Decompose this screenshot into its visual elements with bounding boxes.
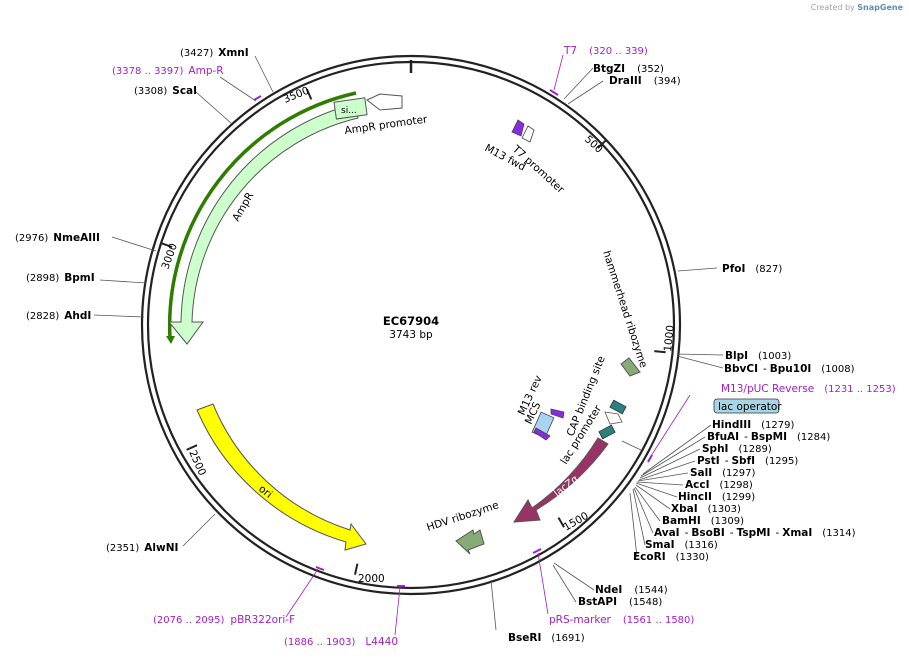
site-nmeaiii[interactable]: (2976)NmeAIII bbox=[15, 232, 100, 244]
lacz-label: lacZα bbox=[552, 473, 581, 499]
tick-3500 bbox=[305, 88, 313, 100]
tick-1500 bbox=[557, 517, 565, 528]
tick-label-1000: 1000 bbox=[662, 324, 677, 352]
hdv-label: HDV ribozyme bbox=[425, 499, 500, 534]
site-bbvci[interactable]: BbvCI-Bpu10I(1008) bbox=[724, 363, 855, 375]
site-smai[interactable]: SmaI(1316) bbox=[645, 539, 718, 551]
site-bamhi[interactable]: BamHI(1309) bbox=[662, 515, 744, 527]
primer-marks bbox=[253, 89, 653, 587]
tick-2000 bbox=[354, 563, 359, 575]
site-blpi[interactable]: BlpI(1003) bbox=[725, 350, 791, 362]
site-bpmi[interactable]: (2898)BpmI bbox=[26, 272, 95, 284]
site-btgzi[interactable]: BtgZI(352) bbox=[593, 63, 664, 75]
primer-leaders bbox=[285, 54, 691, 636]
credit-prefix: Created by bbox=[810, 3, 855, 12]
cap-binding-feature[interactable]: CAP binding site bbox=[565, 354, 627, 438]
hammerhead-label: hammerhead ribozyme bbox=[600, 249, 649, 369]
site-ahdi[interactable]: (2828)AhdI bbox=[26, 310, 91, 322]
tick-label-2500: 2500 bbox=[186, 448, 208, 477]
tick-label-500: 500 bbox=[582, 133, 605, 155]
primer-prs-marker[interactable]: pRS-marker(1561 .. 1580) bbox=[549, 614, 694, 626]
tick-3000 bbox=[160, 242, 173, 249]
ampr-feature[interactable]: AmpR bbox=[166, 91, 359, 345]
site-avai[interactable]: AvaI-BsoBI-TspMI-XmaI(1314) bbox=[654, 527, 856, 539]
position-ticks bbox=[160, 88, 666, 575]
site-bfuai[interactable]: BfuAI-BspMI(1284) bbox=[707, 431, 830, 443]
site-ecori[interactable]: EcoRI(1330) bbox=[633, 551, 709, 563]
site-xmni[interactable]: (3427)XmnI bbox=[180, 47, 249, 59]
site-ndei[interactable]: NdeI(1544) bbox=[595, 584, 668, 596]
site-alwni[interactable]: (2351)AlwNI bbox=[106, 542, 178, 554]
primer-pbr322ori-f[interactable]: (2076 .. 2095)pBR322ori-F bbox=[153, 614, 295, 626]
site-pfoi[interactable]: PfoI(827) bbox=[722, 263, 782, 275]
site-hincii[interactable]: HincII(1299) bbox=[678, 491, 755, 503]
ampr-promoter-feature[interactable]: si... AmpR promoter bbox=[333, 93, 429, 137]
plasmid-name: EC67904 bbox=[383, 314, 439, 328]
plasmid-length: 3743 bp bbox=[389, 329, 433, 341]
primer-l4440[interactable]: (1886 .. 1903)L4440 bbox=[284, 636, 398, 648]
m13-fwd-feature[interactable]: M13 fwd T7 promoter bbox=[483, 119, 567, 196]
primer-amp-r[interactable]: (3378 .. 3397)Amp-R bbox=[112, 65, 224, 77]
hammerhead-ribozyme-feature[interactable]: hammerhead ribozyme bbox=[600, 249, 649, 377]
primer-t7[interactable]: T7(320 .. 339) bbox=[563, 45, 648, 57]
tick-2500 bbox=[186, 444, 198, 451]
snapgene-credit: Created by SnapGene bbox=[811, 3, 903, 12]
site-xbai[interactable]: XbaI(1303) bbox=[671, 503, 741, 515]
lacz-feature[interactable]: lacZα bbox=[513, 437, 609, 523]
snapgene-logo: SnapGene bbox=[857, 3, 903, 12]
tick-1000 bbox=[654, 350, 666, 354]
leader-lines bbox=[93, 55, 724, 631]
ori-feature[interactable]: ori bbox=[196, 403, 367, 551]
site-bstapi[interactable]: BstAPI(1548) bbox=[578, 596, 662, 608]
plasmid-backbone bbox=[140, 54, 682, 596]
site-sphi[interactable]: SphI(1289) bbox=[702, 443, 772, 455]
lac-operator-label: lac operator bbox=[718, 401, 782, 413]
site-scai[interactable]: (3308)ScaI bbox=[134, 85, 197, 97]
site-draiii[interactable]: DraIII(394) bbox=[609, 75, 681, 87]
site-hindiii[interactable]: HindIII(1279) bbox=[712, 419, 794, 431]
site-sali[interactable]: SalI(1297) bbox=[690, 467, 756, 479]
site-bseri[interactable]: BseRI(1691) bbox=[508, 632, 585, 644]
lac-operator-box bbox=[713, 398, 780, 414]
primer-m13-puc-reverse[interactable]: M13/pUC Reverse(1231 .. 1253) bbox=[721, 383, 896, 395]
tick-500 bbox=[597, 138, 608, 149]
hdv-ribozyme-feature[interactable]: HDV ribozyme bbox=[425, 499, 500, 555]
tick-label-2000: 2000 bbox=[358, 573, 385, 585]
ampr-promoter-box-label: si... bbox=[341, 106, 357, 116]
site-psti[interactable]: PstI-SbfI(1295) bbox=[697, 455, 798, 467]
site-acci[interactable]: AccI(1298) bbox=[685, 479, 753, 491]
